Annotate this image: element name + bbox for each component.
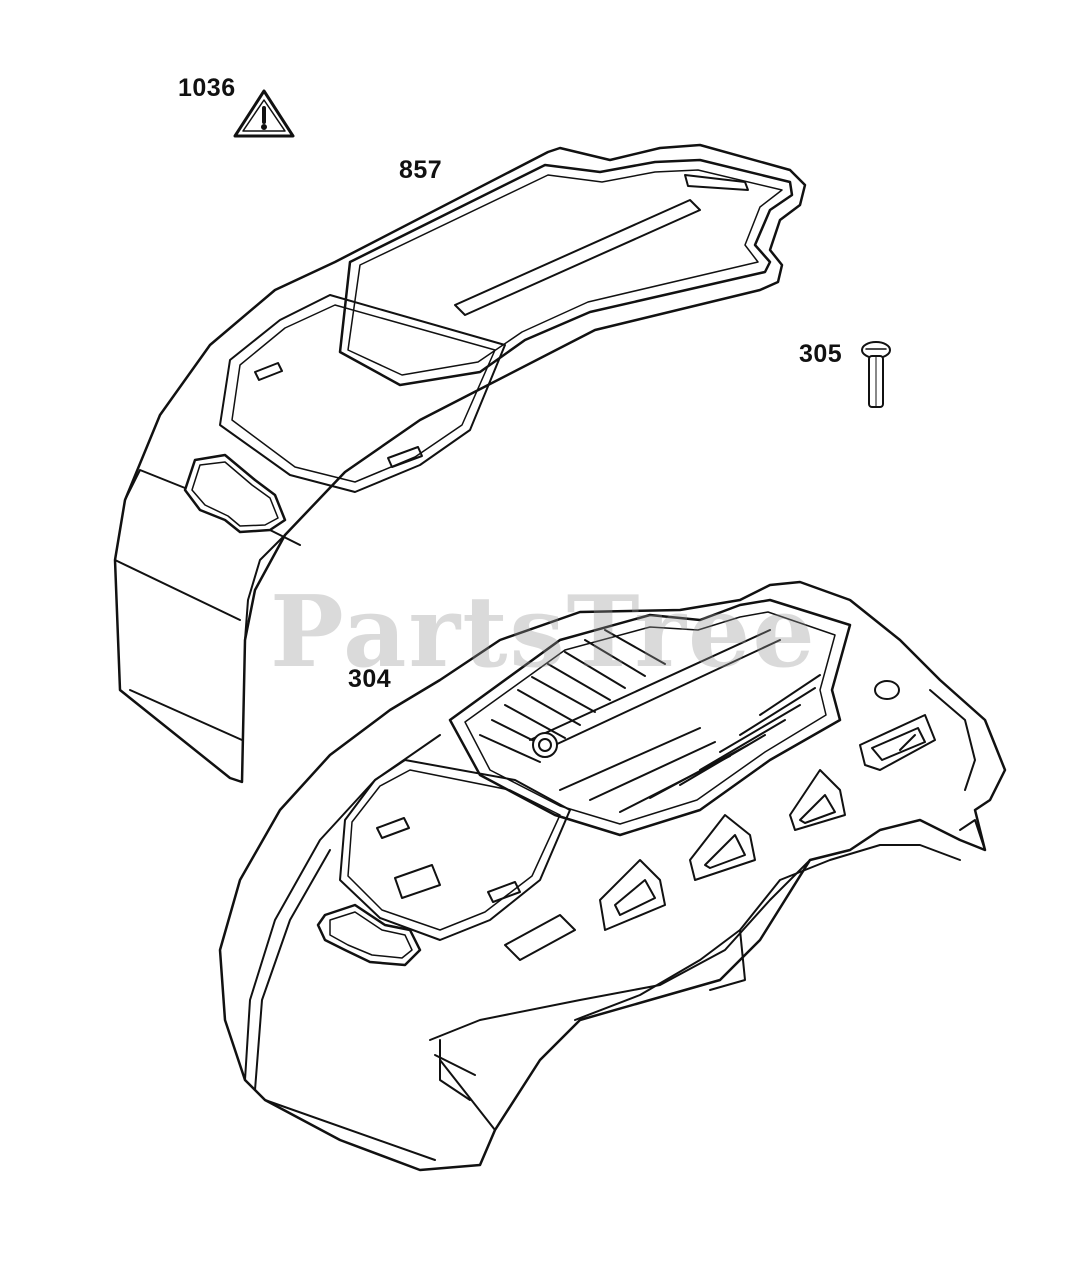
warning-triangle-icon[interactable] [235, 91, 293, 136]
callout-1036: 1036 [178, 74, 236, 102]
blower-housing-304[interactable] [220, 582, 1005, 1170]
screw-305[interactable] [862, 342, 890, 407]
top-cover-857[interactable] [115, 145, 805, 782]
callout-304: 304 [348, 665, 392, 693]
callout-305: 305 [799, 340, 843, 368]
callout-857: 857 [399, 156, 443, 184]
